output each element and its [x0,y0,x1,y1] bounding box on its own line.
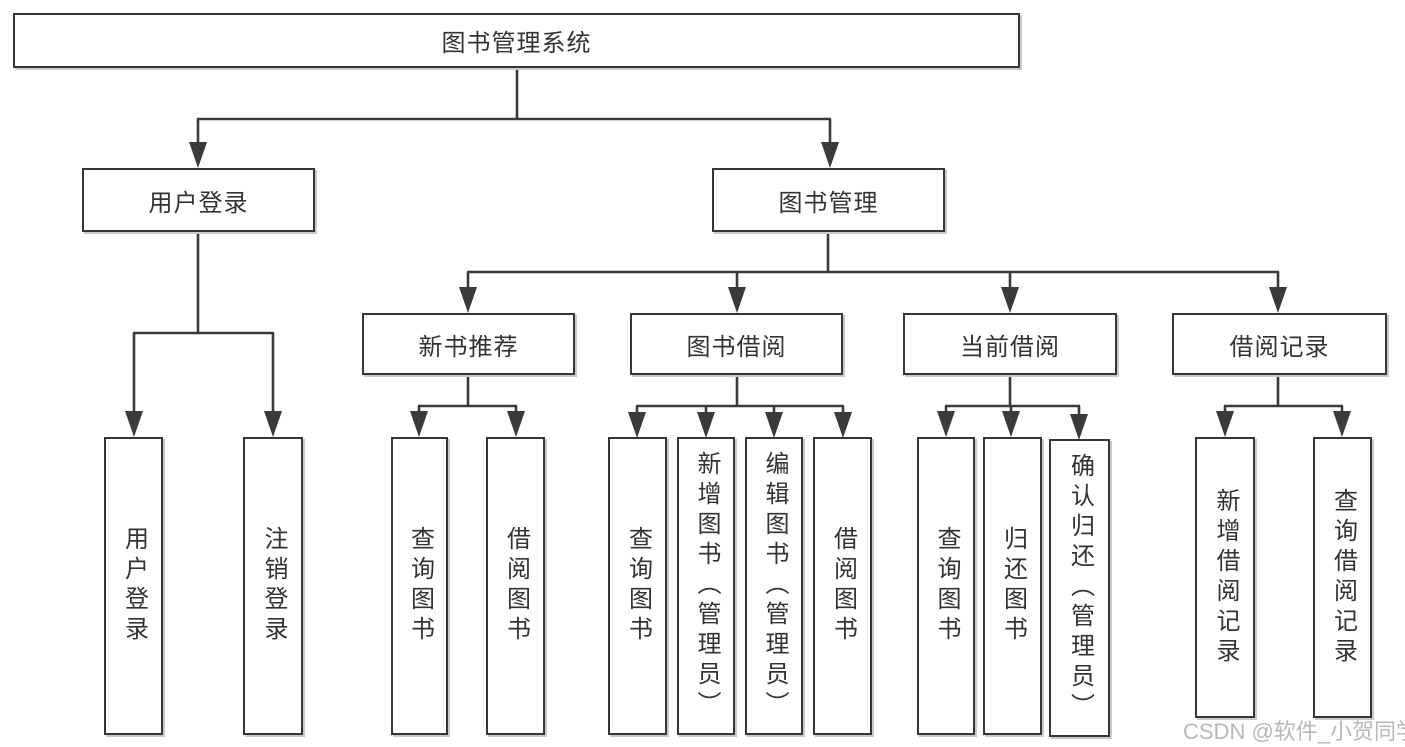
node-rec-query-record: 查询借阅记录 [1313,437,1372,718]
node-bb-query-books: 查询图书 [608,437,667,735]
node-book-borrow: 图书借阅 [630,313,843,375]
csdn-watermark: CSDN @软件_小贺同学 [1183,719,1405,744]
node-cb-confirm-return-admin: 确认归还（管理员） [1049,439,1110,737]
node-current-borrow: 当前借阅 [903,313,1117,375]
node-nb-query-books: 查询图书 [391,437,448,735]
node-user-login-leaf: 用户登录 [104,437,163,735]
node-rec-add-record: 新增借阅记录 [1195,437,1255,718]
node-user-login: 用户登录 [82,168,315,232]
node-bb-edit-books-admin: 编辑图书（管理员） [745,437,803,735]
node-library-management-system: 图书管理系统 [13,13,1020,68]
node-new-book-recommend: 新书推荐 [362,313,575,375]
node-borrow-records: 借阅记录 [1172,313,1387,375]
node-logout: 注销登录 [243,437,303,735]
node-cb-return-books: 归还图书 [983,437,1042,735]
node-cb-query-books: 查询图书 [917,437,975,735]
node-nb-borrow-books: 借阅图书 [486,437,545,735]
node-book-management: 图书管理 [712,168,945,232]
node-bb-add-books-admin: 新增图书（管理员） [677,437,735,735]
node-bb-borrow-books: 借阅图书 [813,437,872,735]
